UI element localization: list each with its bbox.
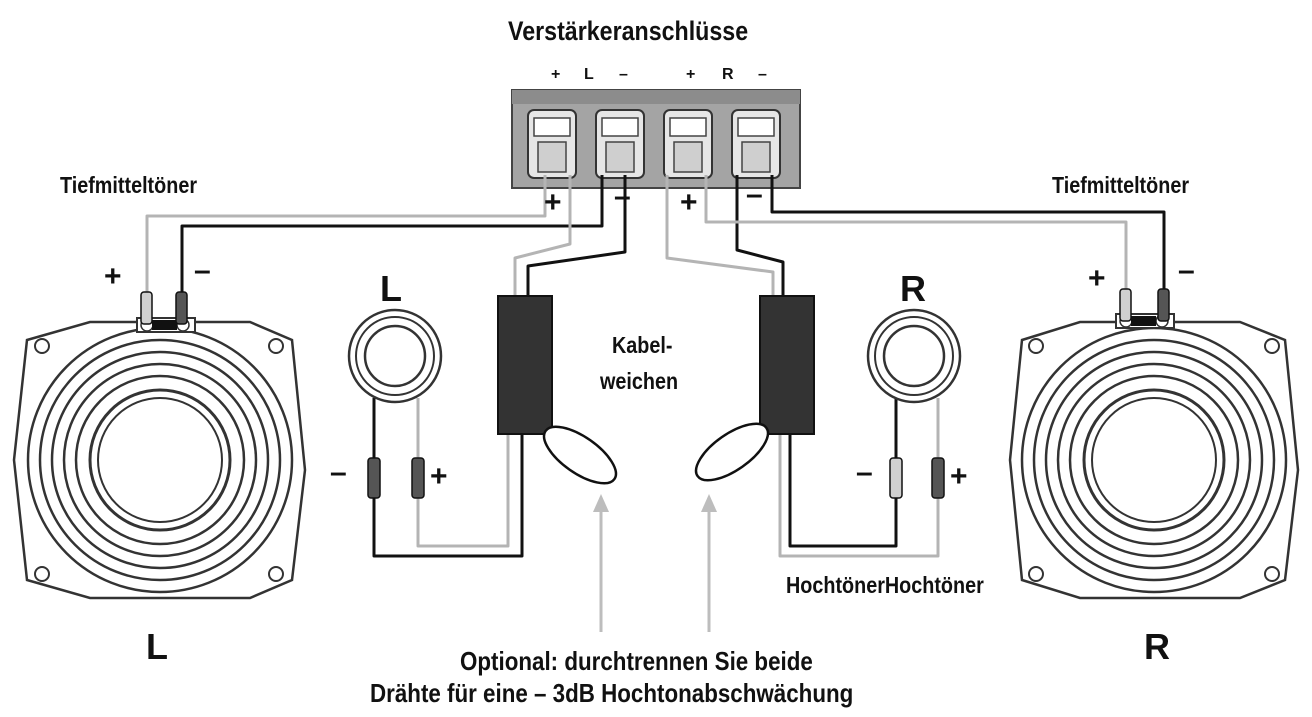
left-tweeter-channel: L xyxy=(380,268,402,309)
wire-left-crossover-minus xyxy=(526,175,627,297)
wire-left-crossover-plus xyxy=(513,175,572,297)
left-crossover xyxy=(497,295,618,485)
right-woofer-plus-sign: + xyxy=(1088,262,1106,295)
wire-right-woofer-plus xyxy=(704,175,1128,296)
right-woofer-connectors xyxy=(1119,288,1170,322)
terminal-screw xyxy=(595,109,645,179)
cut-arrow-left xyxy=(593,494,609,632)
right-tweeter xyxy=(866,308,962,404)
left-woofer-connectors xyxy=(140,291,188,325)
terminal-sign-right-minus: – xyxy=(746,178,763,211)
terminal-sign-left-plus: + xyxy=(544,186,562,219)
right-woofer-minus-sign: – xyxy=(1178,254,1195,287)
wire-right-woofer-minus xyxy=(770,175,1166,296)
terminal-label-left-plus: + xyxy=(551,66,561,83)
left-tweeter xyxy=(347,308,443,404)
right-woofer-label: Tiefmitteltöner xyxy=(1052,172,1190,198)
terminal-screw xyxy=(527,109,577,179)
terminal-sign-right-plus: + xyxy=(680,186,698,219)
right-tweeter-connectors xyxy=(889,457,945,499)
left-woofer-plus-sign: + xyxy=(104,260,122,293)
left-woofer-channel: L xyxy=(146,626,168,667)
wire-left-woofer-minus xyxy=(180,175,604,300)
right-tweeter-channel: R xyxy=(900,268,926,309)
wire-right-crossover-minus xyxy=(735,175,785,297)
diagram-title: Verstärkeranschlüsse xyxy=(508,16,749,46)
terminal-screw xyxy=(731,109,781,179)
left-tweeter-minus-sign: – xyxy=(330,456,347,489)
right-tweeter-minus-sign: – xyxy=(856,456,873,489)
wire-right-crossover-plus xyxy=(665,175,775,297)
note-line-2: Drähte für eine – 3dB Hochtonabschwächun… xyxy=(370,678,854,708)
right-woofer xyxy=(1008,313,1300,600)
wire-left-woofer-plus xyxy=(145,175,547,300)
terminal-label-right-channel: R xyxy=(722,66,734,83)
left-woofer-minus-sign: – xyxy=(194,254,211,287)
terminal-sign-left-minus: – xyxy=(614,180,631,213)
left-woofer-label: Tiefmitteltöner xyxy=(60,172,198,198)
terminal-label-right-minus: – xyxy=(758,66,767,83)
right-woofer-channel: R xyxy=(1144,626,1170,667)
crossover-label-line2: weichen xyxy=(600,368,679,394)
right-tweeter-plus-sign: + xyxy=(950,460,968,493)
terminal-label-right-plus: + xyxy=(686,66,696,83)
tweeter-label: HochtönerHochtöner xyxy=(786,572,984,598)
left-tweeter-plus-sign: + xyxy=(430,460,448,493)
right-crossover xyxy=(694,295,815,482)
left-tweeter-connectors xyxy=(367,457,425,499)
terminal-label-left-minus: – xyxy=(619,66,628,83)
terminal-label-left-channel: L xyxy=(584,66,594,83)
crossover-label-line1: Kabel- xyxy=(612,332,673,358)
terminal-screw xyxy=(663,109,713,179)
left-woofer xyxy=(12,317,307,600)
amplifier-terminal-block xyxy=(511,89,801,189)
note-line-1: Optional: durchtrennen Sie beide xyxy=(460,646,813,676)
cut-arrow-right xyxy=(701,494,717,632)
